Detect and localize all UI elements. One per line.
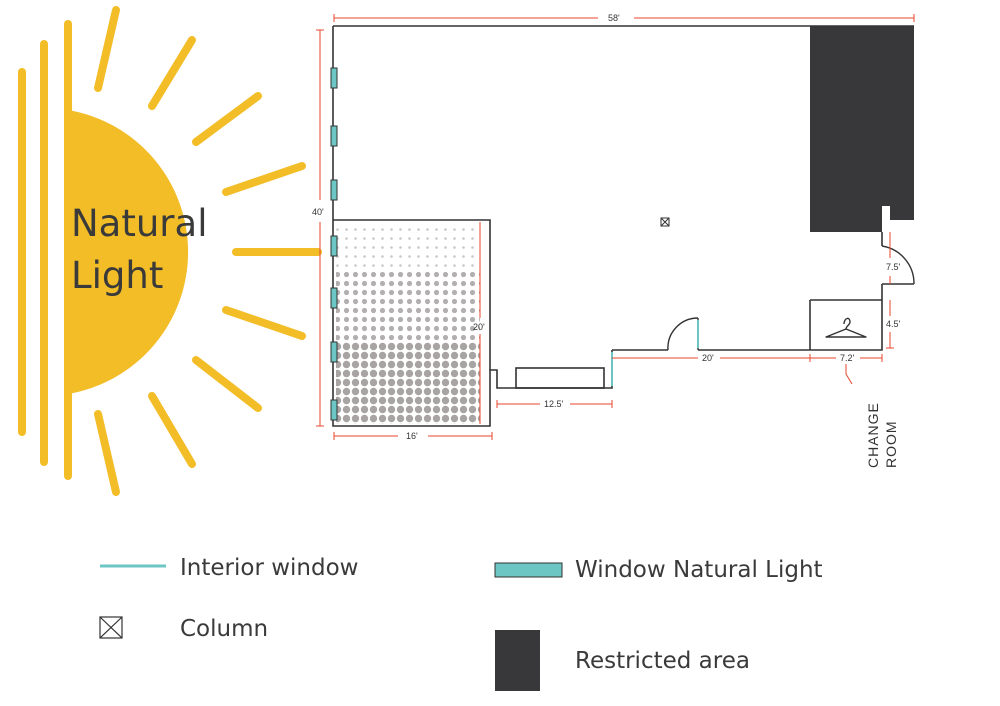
change-room-label-line2: ROOM xyxy=(883,420,899,468)
natural-light-windows xyxy=(330,67,338,421)
dimension-width-label: 58' xyxy=(608,13,620,23)
dimension-change-room-depth-label: 4.5' xyxy=(886,319,901,329)
legend-interior-window-label: Interior window xyxy=(180,555,358,581)
change-room-label: CHANGE ROOM xyxy=(865,402,899,468)
interior-windows xyxy=(611,320,699,386)
sun-half-disc xyxy=(68,110,189,394)
change-room-label-line1: CHANGE xyxy=(865,402,881,468)
natural-light-gradient-zone xyxy=(336,222,480,424)
legend-column-icon xyxy=(99,616,123,639)
dimension-door-gap-label: 7.5' xyxy=(886,262,901,272)
hanger-icon xyxy=(825,317,867,338)
column-icon xyxy=(660,217,670,227)
legend-column-label: Column xyxy=(180,616,268,642)
door-change-room xyxy=(881,245,915,285)
legend-window-natural-light-label: Window Natural Light xyxy=(575,557,823,583)
dimension-height-label: 40' xyxy=(312,207,324,217)
dimension-corridor-label: 20' xyxy=(702,353,714,363)
sun-label-line1: Natural xyxy=(71,202,207,245)
sun-graphic: Natural Light xyxy=(18,6,322,496)
dimension-shaded-height-label: 20' xyxy=(473,322,485,332)
dimension-shaded-width-label: 16' xyxy=(406,431,418,441)
window-natural-light-swatch xyxy=(494,562,563,578)
door-corridor xyxy=(667,317,699,351)
dimension-change-room-width-label: 7.2' xyxy=(840,353,855,363)
restricted-area-swatch xyxy=(495,630,540,691)
legend-restricted-area-label: Restricted area xyxy=(575,648,750,674)
restricted-area xyxy=(810,26,914,232)
counter-block xyxy=(515,367,605,389)
dimension-lines xyxy=(316,14,915,440)
legend: Interior window Window Natural Light Col… xyxy=(99,555,823,691)
sun-label-line2: Light xyxy=(71,254,163,297)
walls xyxy=(332,25,914,427)
dimension-bump-width-label: 12.5' xyxy=(544,399,564,409)
